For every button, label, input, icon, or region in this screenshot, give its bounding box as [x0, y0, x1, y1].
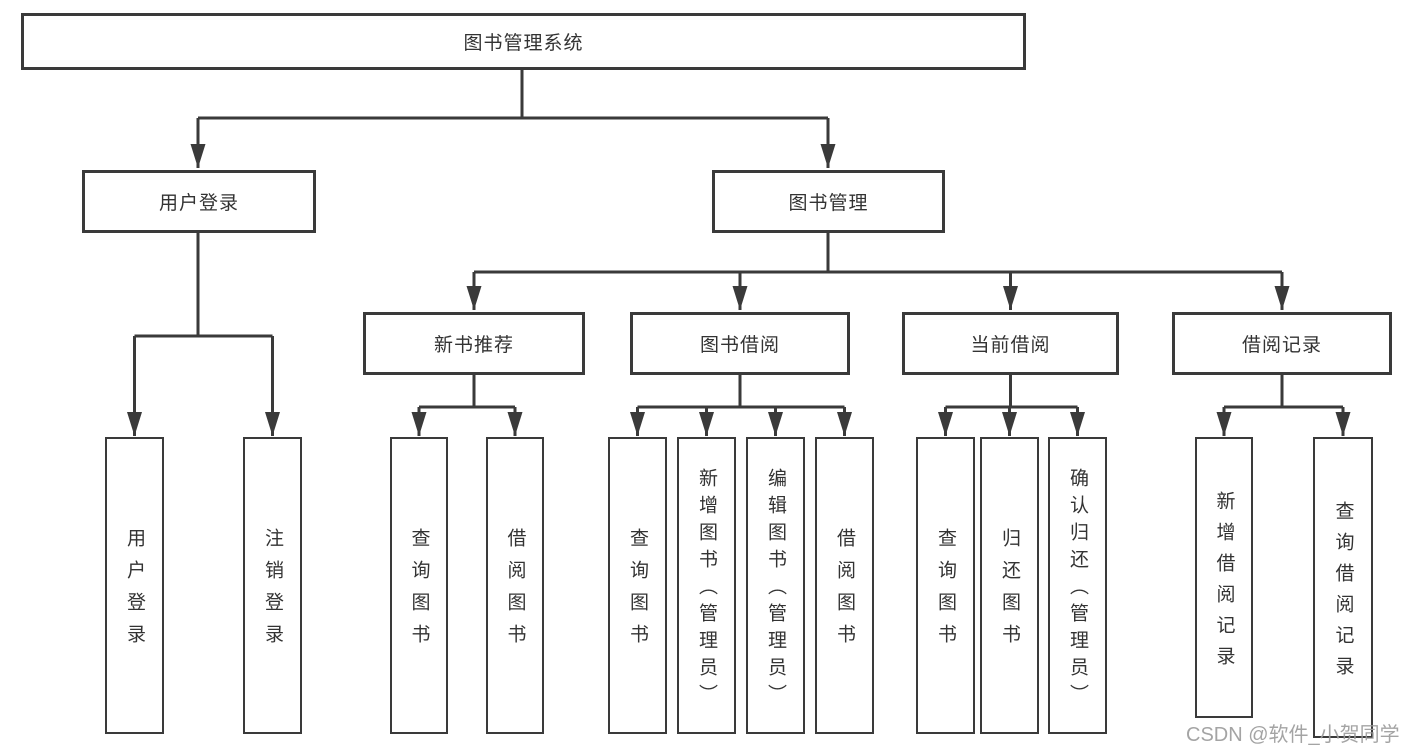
leaf-confirm-return-admin: 确认归还（管理员）: [1048, 437, 1107, 734]
node-label: 查询图书: [408, 528, 430, 656]
node-label: 查询图书: [627, 528, 648, 656]
node-book-borrow: 图书借阅: [630, 312, 850, 375]
node-current-borrow: 当前借阅: [902, 312, 1119, 375]
node-library-system: 图书管理系统: [21, 13, 1026, 70]
leaf-add-borrow-record: 新增借阅记录: [1195, 437, 1253, 718]
node-label: 当前借阅: [970, 335, 1051, 356]
node-label: 注销登录: [262, 528, 283, 656]
node-new-book-recommend: 新书推荐: [363, 312, 585, 375]
node-label: 归还图书: [999, 528, 1020, 656]
node-label: 查询图书: [935, 528, 956, 656]
leaf-user-login: 用户登录: [105, 437, 164, 734]
leaf-query-books-current: 查询图书: [916, 437, 975, 734]
node-label: 新增借阅记录: [1213, 490, 1235, 677]
node-book-management: 图书管理: [712, 170, 945, 233]
node-label: 图书借阅: [699, 335, 780, 356]
leaf-borrow-books: 借阅图书: [815, 437, 874, 734]
node-label: 用户登录: [158, 193, 239, 214]
leaf-query-books-borrow: 查询图书: [608, 437, 667, 734]
node-label: 新书推荐: [433, 335, 514, 356]
leaf-borrow-books-recommend: 借阅图书: [486, 437, 544, 734]
node-label: 用户登录: [124, 528, 145, 656]
node-label: 新增图书（管理员）: [696, 468, 717, 711]
csdn-watermark: CSDN @软件_小贺同学: [1186, 724, 1400, 746]
leaf-edit-book-admin: 编辑图书（管理员）: [746, 437, 805, 734]
leaf-logout: 注销登录: [243, 437, 302, 734]
leaf-add-book-admin: 新增图书（管理员）: [677, 437, 736, 734]
node-label: 查询借阅记录: [1332, 500, 1354, 687]
leaf-return-book: 归还图书: [980, 437, 1039, 734]
node-label: 编辑图书（管理员）: [765, 468, 786, 711]
leaf-query-books-recommend: 查询图书: [390, 437, 448, 734]
node-label: 图书管理系统: [463, 33, 584, 54]
node-label: 借阅图书: [504, 528, 526, 656]
node-borrow-records: 借阅记录: [1172, 312, 1392, 375]
node-label: 图书管理: [788, 193, 869, 214]
node-label: 借阅记录: [1241, 335, 1322, 356]
leaf-query-borrow-record: 查询借阅记录: [1313, 437, 1373, 738]
node-user-login: 用户登录: [82, 170, 316, 233]
node-label: 确认归还（管理员）: [1067, 468, 1088, 711]
node-label: 借阅图书: [834, 528, 855, 656]
